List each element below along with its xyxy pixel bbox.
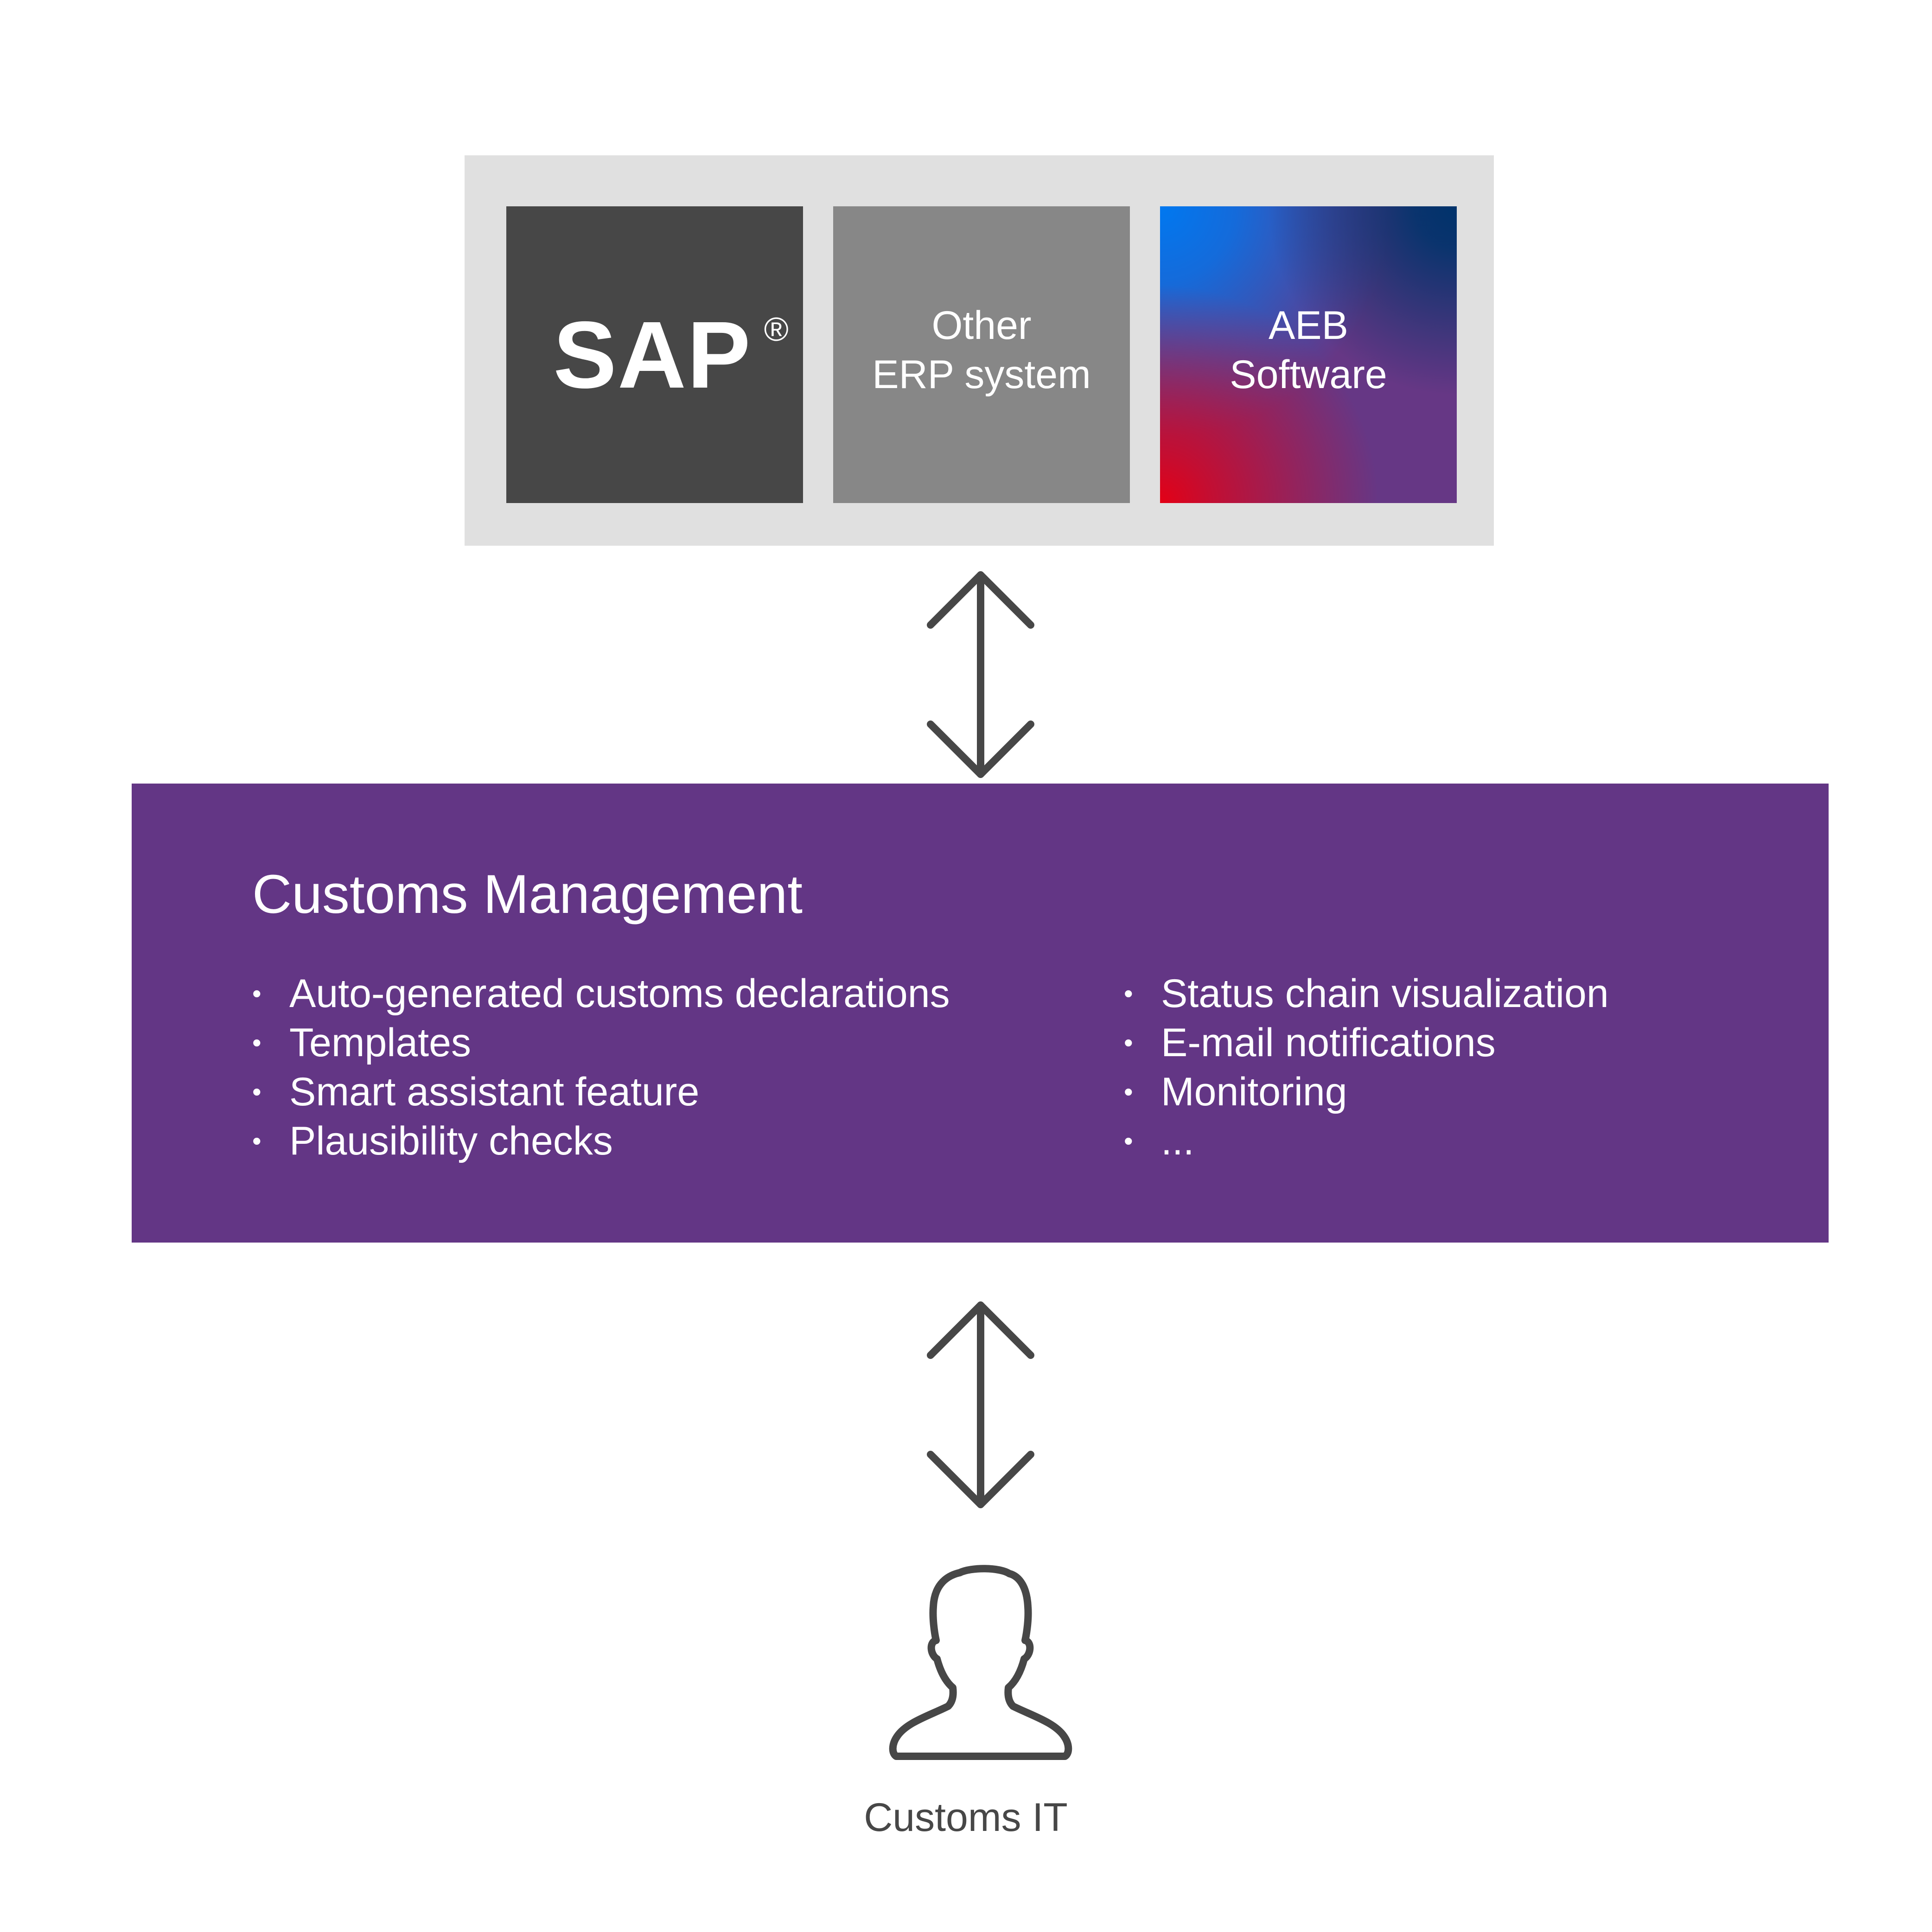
bullet: • (1124, 1028, 1133, 1057)
other-erp-label: Other ERP system (872, 301, 1091, 399)
bullet: • (1124, 1126, 1133, 1155)
bullet: • (1124, 979, 1133, 1008)
feature-item: •... (1124, 1116, 1609, 1166)
sap-logo-text: SAP (553, 301, 752, 408)
feature-text: Auto-generated customs declarations (289, 971, 950, 1016)
feature-list-left: • Auto-generated customs declarations • Te… (252, 969, 950, 1166)
feature-text: ... (1161, 1119, 1194, 1163)
feature-text: E-mail notifications (1161, 1020, 1496, 1065)
feature-text: Status chain visualization (1161, 971, 1609, 1016)
bullet: • (252, 1077, 261, 1106)
source-systems-panel: SAP ® Other ERP system AEB Software (465, 155, 1494, 546)
feature-item: • Status chain visualization (1124, 969, 1609, 1018)
customs-management-title: Customs Management (252, 864, 803, 925)
other-erp-label-line1: Other (931, 303, 1032, 348)
feature-list-right: • Status chain visualization • E-mail noti… (1124, 969, 1609, 1166)
customs-management-panel: Customs Management • Auto-generated custo… (132, 784, 1829, 1243)
bullet: • (1124, 1077, 1133, 1106)
other-erp-label-line2: ERP system (872, 352, 1091, 397)
feature-text: Plausibility checks (289, 1119, 613, 1163)
feature-text: Templates (289, 1020, 471, 1065)
feature-item: • Plausibility checks (252, 1116, 950, 1166)
feature-item: • E-mail notifications (1124, 1018, 1609, 1067)
feature-text: Smart assistant feature (289, 1070, 700, 1114)
aeb-software-label: AEB Software (1230, 301, 1387, 399)
sap-logo: SAP® (553, 307, 789, 402)
aeb-label-line2: Software (1230, 352, 1387, 397)
aeb-software-box: AEB Software (1160, 206, 1457, 503)
bullet: • (252, 1028, 261, 1057)
bidirectional-arrow-icon (927, 1301, 1034, 1508)
aeb-label-line1: AEB (1268, 303, 1349, 348)
feature-item: • Monitoring (1124, 1067, 1609, 1116)
feature-item: • Templates (252, 1018, 950, 1067)
customs-it-label: Customs IT (864, 1795, 1068, 1840)
feature-text: Monitoring (1161, 1070, 1347, 1114)
user-outline-icon (889, 1565, 1072, 1760)
other-erp-system-box: Other ERP system (833, 206, 1130, 503)
sap-system-box: SAP ® (506, 206, 803, 503)
feature-item: • Auto-generated customs declarations (252, 969, 950, 1018)
bullet: • (252, 979, 261, 1008)
feature-item: • Smart assistant feature (252, 1067, 950, 1116)
registered-mark: ® (764, 311, 790, 348)
bidirectional-arrow-icon (927, 571, 1034, 778)
bullet: • (252, 1126, 261, 1155)
